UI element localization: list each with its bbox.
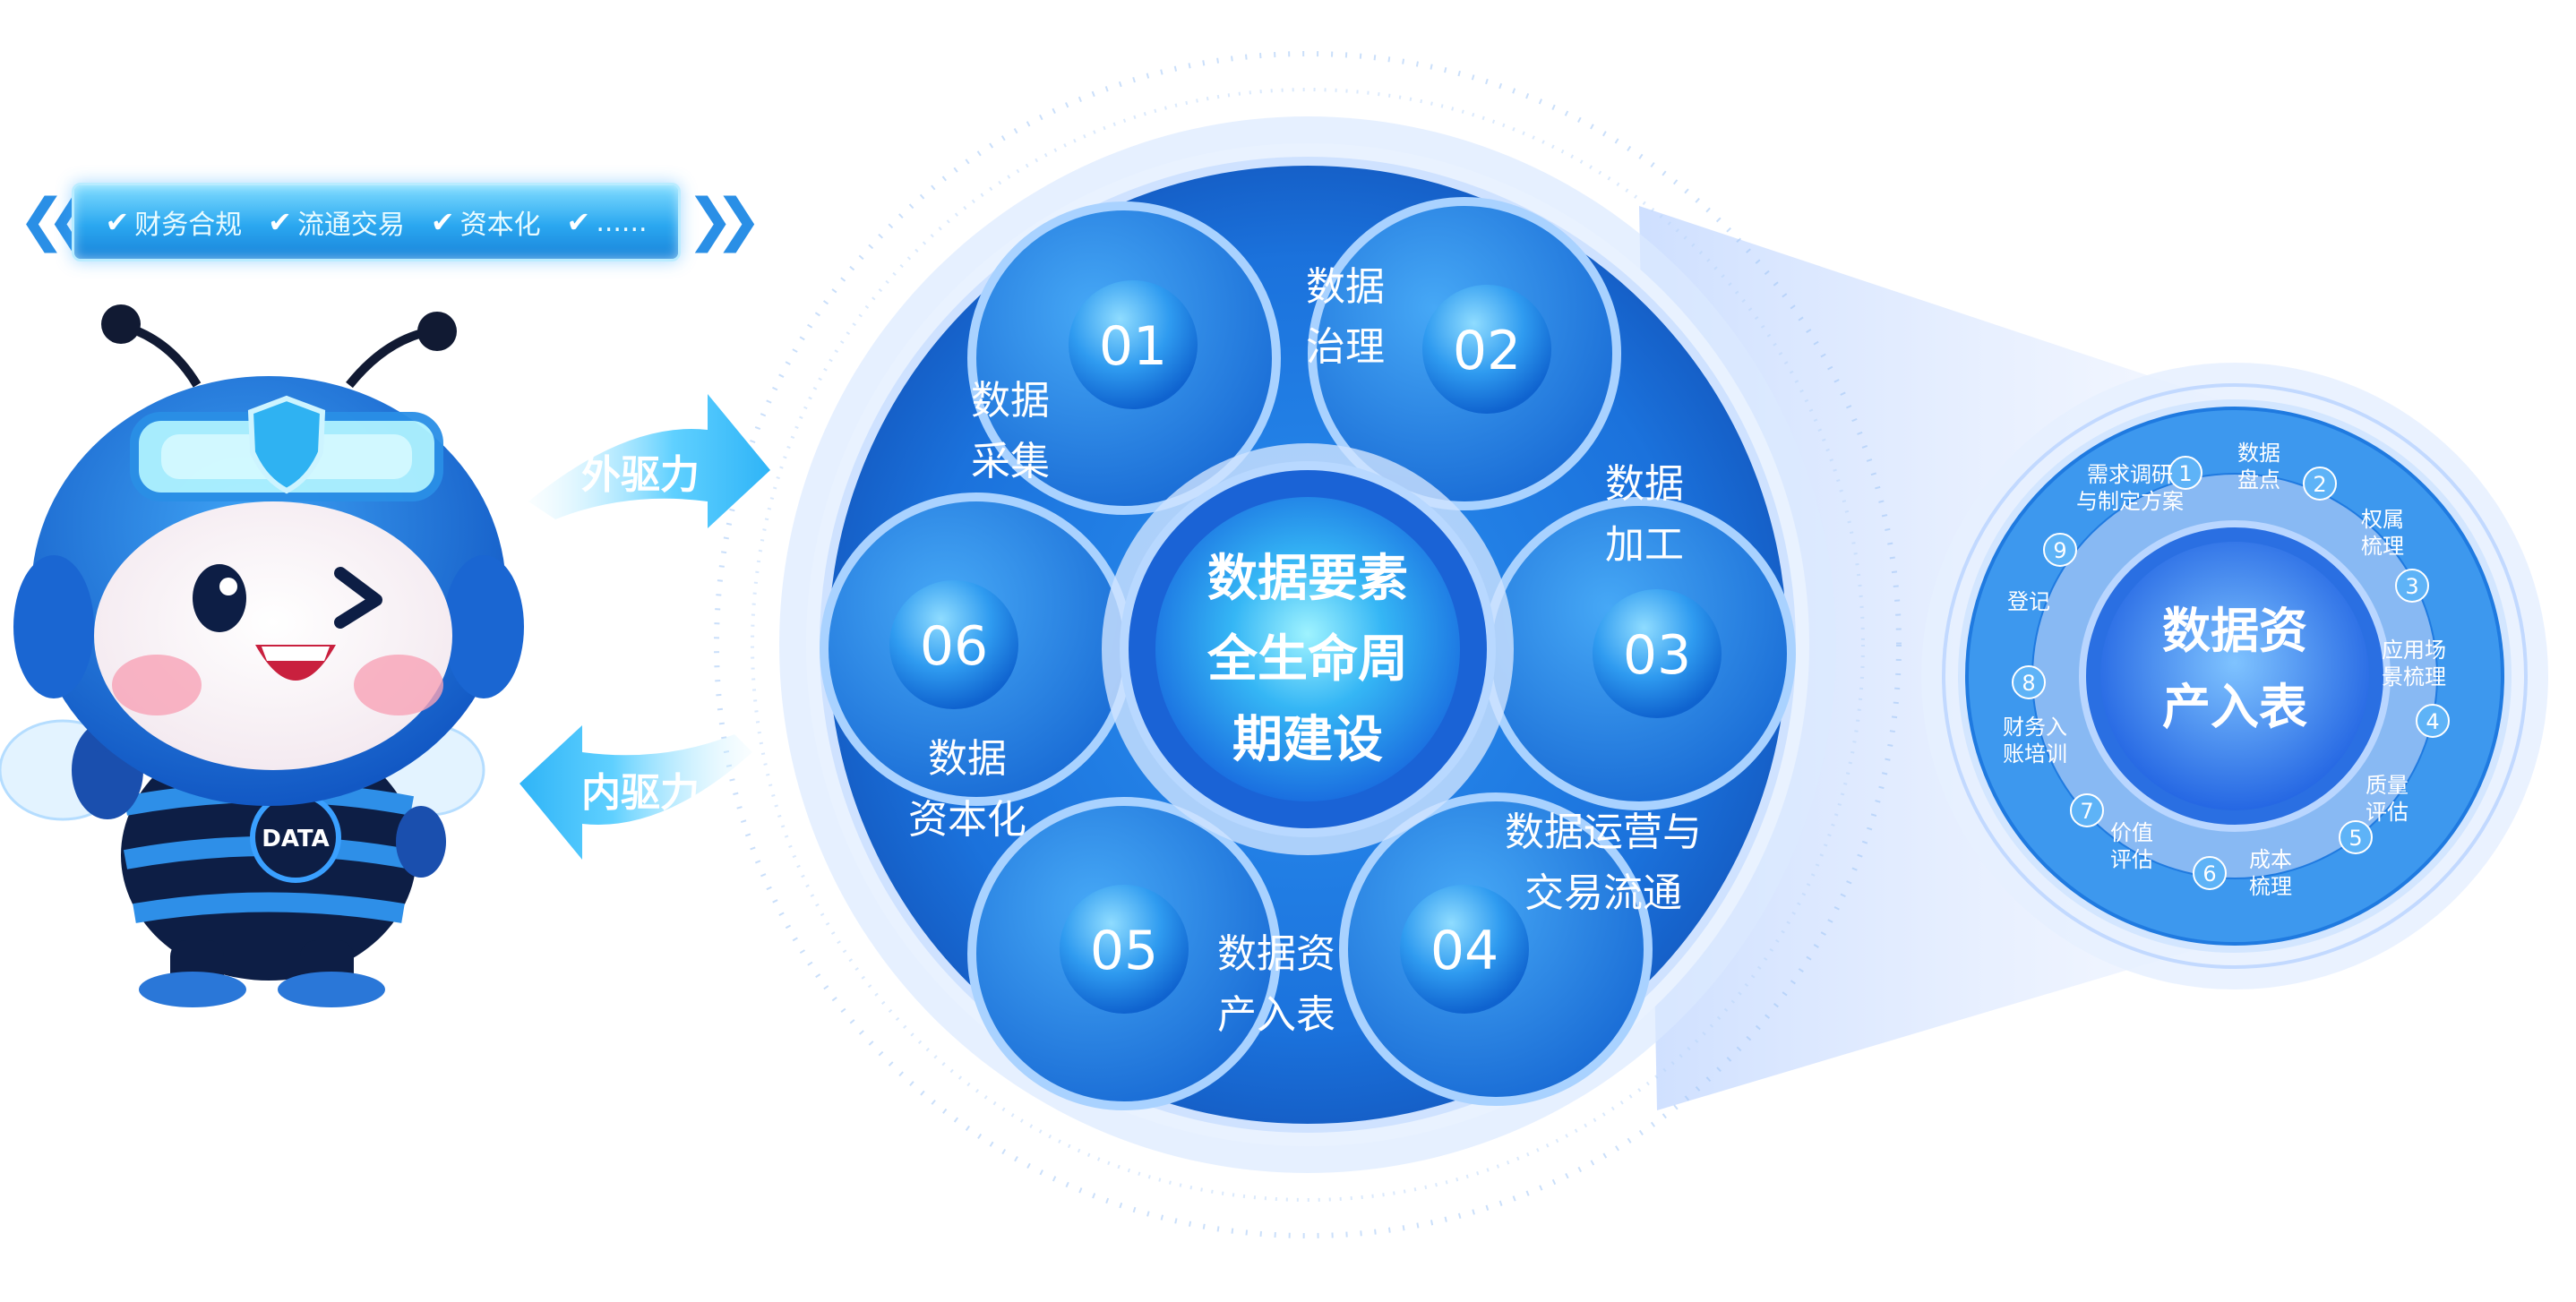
- bubble-05: [1060, 885, 1189, 1014]
- stage-number: 02: [1453, 320, 1521, 382]
- banner-bar: ✔财务合规 ✔流通交易 ✔资本化 ✔......: [72, 183, 681, 261]
- step-number: 4: [2426, 709, 2439, 734]
- asset-center-text: 数据资: [2162, 603, 2307, 659]
- stage-label: 加工: [1605, 522, 1684, 568]
- check-icon: ✔: [566, 205, 591, 239]
- lifecycle-center-text: 全生命周: [1206, 630, 1408, 689]
- step-number: 9: [2053, 538, 2066, 563]
- step-label: 权属: [2361, 507, 2404, 532]
- top-banner: ❮❮ ✔财务合规 ✔流通交易 ✔资本化 ✔...... ❯❯: [18, 179, 762, 265]
- step-number: 1: [2178, 461, 2192, 486]
- bubble-03: [1593, 589, 1722, 718]
- bubble-02: [1422, 285, 1551, 414]
- step-label: 应用场: [2382, 638, 2446, 663]
- number-bubbles: [889, 280, 1722, 1014]
- internal-driver-arrow: [519, 725, 752, 860]
- stage-label: 数据资: [1217, 931, 1335, 977]
- step-dots: [2012, 456, 2450, 890]
- stage-label: 数据: [928, 736, 1007, 782]
- sparkle-ring: [751, 88, 1865, 1202]
- internal-driver-label: 内驱力: [581, 770, 700, 816]
- step-label: 与制定方案: [2076, 489, 2184, 514]
- lifecycle-wheel: [779, 116, 1836, 1173]
- stage-number: 06: [920, 615, 988, 678]
- step-number: 6: [2202, 861, 2216, 887]
- step-label: 财务入: [2003, 715, 2067, 740]
- step-label: 梳理: [2249, 874, 2292, 899]
- stage-label: 数据: [971, 378, 1050, 424]
- stage-label: 数据: [1306, 264, 1385, 310]
- check-icon: ✔: [105, 205, 130, 239]
- stage-label: 交易流通: [1524, 870, 1682, 916]
- sparkle-ring: [714, 51, 1902, 1238]
- shield-icon: [247, 395, 326, 494]
- bee-mascot: DATA: [0, 304, 524, 1007]
- step-label: 需求调研: [2087, 462, 2173, 487]
- banner-item: ✔流通交易: [268, 205, 405, 241]
- lifecycle-center-text: 数据要素: [1207, 550, 1408, 608]
- asset-center-text: 产入表: [2162, 679, 2307, 735]
- antenna-icon: [101, 304, 141, 344]
- external-driver-arrow: [528, 394, 770, 528]
- step-label: 成本: [2249, 847, 2292, 872]
- step-label: 景梳理: [2382, 664, 2446, 690]
- stage-number: 01: [1099, 315, 1167, 378]
- check-icon: ✔: [268, 205, 292, 239]
- wink-eye-icon: [334, 567, 382, 629]
- step-number: 7: [2080, 799, 2093, 824]
- step-number: 2: [2313, 472, 2326, 497]
- stage-label: 采集: [971, 439, 1050, 484]
- lifecycle-center: [1155, 497, 1460, 801]
- step-label: 质量: [2366, 773, 2409, 798]
- stage-label: 产入表: [1217, 992, 1335, 1038]
- badge-label: DATA: [262, 826, 330, 852]
- external-driver-label: 外驱力: [581, 452, 700, 498]
- step-number: 5: [2348, 826, 2362, 851]
- stage-label: 数据: [1605, 461, 1684, 507]
- step-label: 评估: [2366, 800, 2409, 825]
- banner-item: ✔......: [566, 205, 648, 239]
- stage-label: 数据运营与: [1505, 809, 1702, 855]
- step-label: 价值: [2110, 820, 2153, 845]
- step-label: 数据: [2237, 441, 2280, 466]
- banner-item: ✔财务合规: [105, 205, 243, 241]
- bubble-01: [1069, 280, 1198, 409]
- antenna-icon: [417, 312, 457, 351]
- step-label: 登记: [2007, 589, 2050, 614]
- check-icon: ✔: [430, 205, 455, 239]
- asset-table-center: [2100, 542, 2369, 810]
- bubble-04: [1400, 885, 1529, 1014]
- lifecycle-center-text: 期建设: [1232, 711, 1383, 769]
- step-label: 评估: [2110, 847, 2153, 872]
- banner-item: ✔资本化: [430, 205, 541, 241]
- step-number: 3: [2405, 574, 2418, 599]
- step-label: 盘点: [2237, 467, 2280, 493]
- bubble-06: [889, 580, 1018, 709]
- eye-icon: [193, 564, 246, 632]
- stage-number: 05: [1090, 920, 1158, 982]
- step-label: 梳理: [2361, 534, 2404, 559]
- stage-number: 03: [1623, 624, 1691, 687]
- stage-number: 04: [1430, 920, 1498, 982]
- stage-label: 治理: [1306, 324, 1385, 370]
- stage-label: 资本化: [908, 797, 1026, 843]
- step-number: 8: [2022, 671, 2035, 696]
- step-label: 账培训: [2003, 741, 2067, 767]
